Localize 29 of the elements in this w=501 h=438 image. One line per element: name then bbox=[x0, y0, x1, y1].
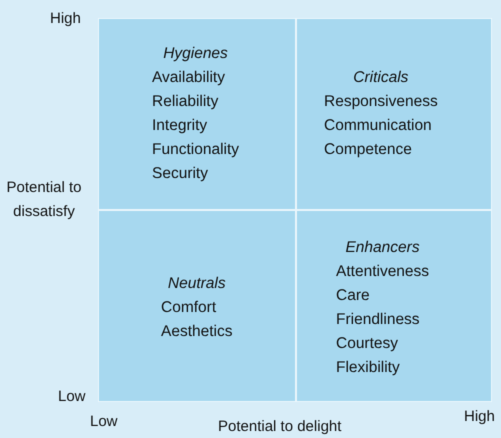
axis-label: High bbox=[50, 10, 81, 28]
quadrant-item: Comfort bbox=[161, 298, 218, 318]
axis-label: Potential to delight bbox=[218, 418, 342, 436]
quadrant-heading: Criticals bbox=[352, 68, 410, 88]
quadrant-item: Attentiveness bbox=[336, 262, 430, 282]
quadrant-item: Availability bbox=[152, 68, 226, 88]
quadrant-item: Competence bbox=[324, 140, 413, 160]
quadrant-item: Aesthetics bbox=[161, 322, 233, 342]
quadrant-item: Reliability bbox=[152, 92, 220, 112]
quadrant-item: Integrity bbox=[152, 116, 208, 136]
quadrant-item: Responsiveness bbox=[324, 92, 438, 112]
axis-label: High bbox=[464, 408, 495, 426]
quadrant-heading: Neutrals bbox=[166, 274, 227, 294]
quadrant-item: Functionality bbox=[152, 140, 240, 160]
quadrant-heading: Enhancers bbox=[344, 238, 421, 258]
quadrant-item: Care bbox=[336, 286, 371, 306]
axis-label: Low bbox=[90, 413, 118, 431]
quadrant bbox=[296, 210, 492, 402]
axis-label: Potential to dissatisfy bbox=[5, 178, 83, 222]
quadrant-item: Friendliness bbox=[336, 310, 421, 330]
axis-label: Low bbox=[58, 388, 86, 406]
quadrant bbox=[98, 18, 296, 210]
quadrant-item: Communication bbox=[324, 116, 433, 136]
quadrant-item: Flexibility bbox=[336, 358, 401, 378]
quadrant-item: Security bbox=[152, 164, 209, 184]
quadrant bbox=[98, 210, 296, 402]
quadrant-heading: Hygienes bbox=[162, 44, 229, 64]
quadrant bbox=[296, 18, 492, 210]
quadrant-item: Courtesy bbox=[336, 334, 400, 354]
